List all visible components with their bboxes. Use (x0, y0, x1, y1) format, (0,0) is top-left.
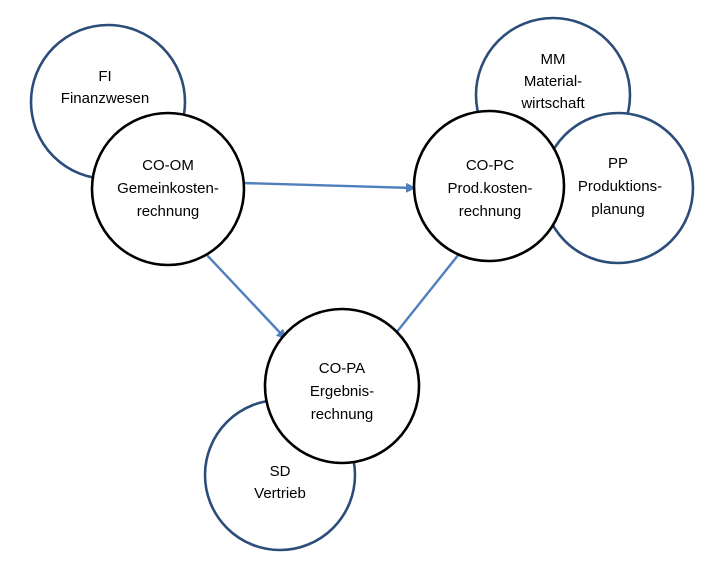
pp-name-line1: Produktions- (578, 178, 662, 195)
fi-name: Finanzwesen (61, 90, 149, 107)
arrow-co-om-to-co-pa (204, 252, 287, 340)
co-om-circle (90, 111, 246, 267)
arrow-co-pc-to-co-pa (390, 253, 460, 340)
mm-name-line1: Material- (524, 73, 582, 90)
fi-code: FI (98, 68, 111, 85)
co-pc-module: CO-PC Prod.kosten- rechnung (412, 109, 566, 263)
co-pa-module: CO-PA Ergebnis- rechnung (263, 307, 421, 465)
co-pc-code: CO-PC (466, 157, 515, 174)
pp-code: PP (608, 155, 628, 172)
co-pc-name-line1: Prod.kosten- (447, 180, 532, 197)
pp-name-line2: planung (591, 201, 644, 218)
co-pc-circle (412, 109, 566, 263)
mm-code: MM (541, 51, 566, 68)
co-om-name-line2: rechnung (137, 203, 200, 220)
co-om-name-line1: Gemeinkosten- (117, 180, 219, 197)
co-pc-name-line2: rechnung (459, 203, 522, 220)
co-pa-name-line2: rechnung (311, 406, 374, 423)
sd-name: Vertrieb (254, 485, 306, 502)
co-om-module: CO-OM Gemeinkosten- rechnung (90, 111, 246, 267)
co-pa-name-line1: Ergebnis- (310, 383, 374, 400)
co-pa-circle (263, 307, 421, 465)
sd-code: SD (270, 463, 291, 480)
co-pa-code: CO-PA (319, 360, 365, 377)
arrow-co-om-to-co-pc (241, 181, 416, 193)
mm-name-line2: wirtschaft (520, 95, 585, 112)
pp-module: PP Produktions- planung (541, 111, 695, 265)
co-om-code: CO-OM (142, 157, 194, 174)
